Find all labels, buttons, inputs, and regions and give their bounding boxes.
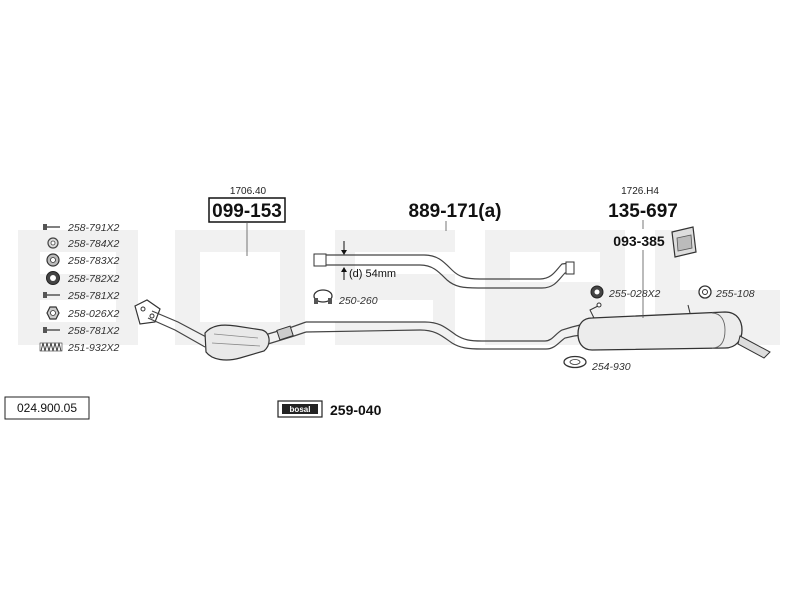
bolt-icon xyxy=(43,292,60,298)
kit-item[interactable]: 258-783X2 xyxy=(46,253,120,267)
kit-item[interactable]: 251-932X2 xyxy=(39,342,120,354)
bolt-icon xyxy=(43,327,60,333)
gasket-part[interactable]: 254-930 xyxy=(563,355,631,374)
middle-pipe-code: 889-171(a) xyxy=(409,201,502,222)
heat-shield-part[interactable]: 093-385 xyxy=(613,226,697,258)
diagram-id-box: 024.900.05 xyxy=(4,396,90,420)
front-pipe-assembly[interactable] xyxy=(134,299,307,361)
rubber-mount-icon xyxy=(698,285,712,299)
spring-icon xyxy=(39,342,63,352)
kit-item[interactable]: 258-782X2 xyxy=(46,271,120,286)
kit-item[interactable]: 258-026X2 xyxy=(46,306,120,320)
clamp-part[interactable]: 250-260 xyxy=(313,289,378,307)
washer-icon xyxy=(47,237,59,249)
catalyst-label[interactable]: 1706.40 099-153 xyxy=(208,186,286,256)
catalyst-code: 099-153 xyxy=(212,201,282,222)
kit-item-code: 258-791X2 xyxy=(67,222,120,234)
rear-muffler-code: 135-697 xyxy=(608,201,678,222)
kit-item[interactable]: 258-784X2 xyxy=(47,237,120,250)
rubber-ring-icon xyxy=(46,271,60,285)
kit-item-code: 258-783X2 xyxy=(67,255,120,267)
fitting-kit-label[interactable]: bosal 259-040 xyxy=(277,400,382,418)
gasket-icon xyxy=(563,355,587,369)
rubber-mount-code: 255-028X2 xyxy=(608,288,661,300)
rubber-mount-part[interactable]: 255-108 xyxy=(698,285,755,300)
middle-pipe-upper[interactable]: (d) 54mm xyxy=(313,241,575,289)
bolt-icon xyxy=(43,224,60,230)
rear-ref: 1726.H4 xyxy=(621,186,659,197)
clamp-code: 250-260 xyxy=(338,295,378,307)
spring-washer-icon xyxy=(46,253,60,267)
kit-item-code: 258-784X2 xyxy=(67,238,120,250)
rear-muffler-assembly[interactable] xyxy=(571,302,771,359)
rubber-mount-part[interactable]: 255-028X2 xyxy=(590,285,661,300)
clamp-icon xyxy=(313,289,333,304)
diagram-id: 024.900.05 xyxy=(17,401,77,415)
middle-pipe-label[interactable]: 889-171(a) xyxy=(409,201,502,231)
kit-item-code: 258-026X2 xyxy=(67,308,120,320)
kit-code: 259-040 xyxy=(330,402,382,418)
rear-muffler-label[interactable]: 1726.H4 135-697 xyxy=(608,186,678,318)
kit-item[interactable]: 258-781X2 xyxy=(43,290,120,302)
hex-nut-icon xyxy=(46,306,60,320)
rubber-mount-code: 255-108 xyxy=(715,288,755,300)
kit-item-code: 258-782X2 xyxy=(67,273,120,285)
bosal-logo-icon: bosal xyxy=(277,400,323,418)
kit-item-code: 258-781X2 xyxy=(67,325,120,337)
fitting-kit-list: 258-791X2 258-784X2 258-783X2 258-782X2 xyxy=(39,222,120,354)
middle-pipe-lower[interactable] xyxy=(305,321,575,350)
diameter-note: (d) 54mm xyxy=(349,268,396,280)
kit-item-code: 258-781X2 xyxy=(67,290,120,302)
gasket-code: 254-930 xyxy=(591,361,631,373)
kit-item-code: 251-932X2 xyxy=(67,342,120,354)
catalyst-ref: 1706.40 xyxy=(230,186,267,197)
rubber-mount-icon xyxy=(590,285,604,299)
kit-item[interactable]: 258-791X2 xyxy=(43,222,120,234)
kit-item[interactable]: 258-781X2 xyxy=(43,325,120,337)
heat-shield-code: 093-385 xyxy=(613,233,665,249)
brand-label: bosal xyxy=(290,405,311,414)
heat-shield-icon xyxy=(671,226,697,258)
